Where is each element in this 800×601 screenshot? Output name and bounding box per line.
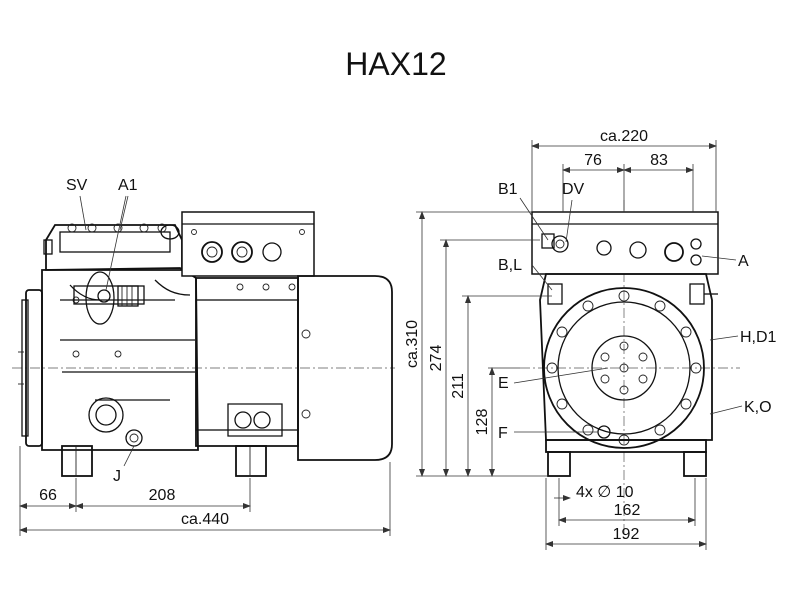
dim-128: 128 [474, 409, 491, 436]
side-view: SV A1 J 66 208 ca.440 [12, 177, 395, 536]
dim-ca220: ca.220 [600, 128, 648, 145]
dim-ca310: ca.310 [404, 320, 421, 368]
dim-holes: 4x ∅ 10 [576, 484, 634, 501]
label-ko: K,O [744, 399, 772, 416]
label-f: F [498, 425, 508, 442]
inner-holes [600, 341, 648, 395]
dim-274: 274 [428, 345, 445, 372]
dim-208: 208 [149, 487, 176, 504]
label-hd1: H,D1 [740, 329, 777, 346]
label-b1: B1 [498, 181, 518, 198]
dim-ca440: ca.440 [181, 511, 229, 528]
flange-bolts [546, 290, 702, 446]
dim-192: 192 [613, 526, 640, 543]
dim-211: 211 [450, 373, 467, 399]
label-bl: B,L [498, 257, 522, 274]
dim-162: 162 [614, 502, 641, 519]
dim-76: 76 [584, 152, 602, 169]
label-a1: A1 [118, 177, 138, 194]
dim-66: 66 [39, 487, 57, 504]
label-a: A [738, 253, 749, 270]
label-j: J [113, 468, 121, 485]
drawing-title: HAX12 [345, 46, 446, 82]
label-dv: DV [562, 181, 585, 198]
dim-83: 83 [650, 152, 668, 169]
front-view: B1 DV A B,L H,D1 E K,O F ca.220 76 83 [404, 128, 777, 550]
label-e: E [498, 375, 509, 392]
label-sv: SV [66, 177, 88, 194]
